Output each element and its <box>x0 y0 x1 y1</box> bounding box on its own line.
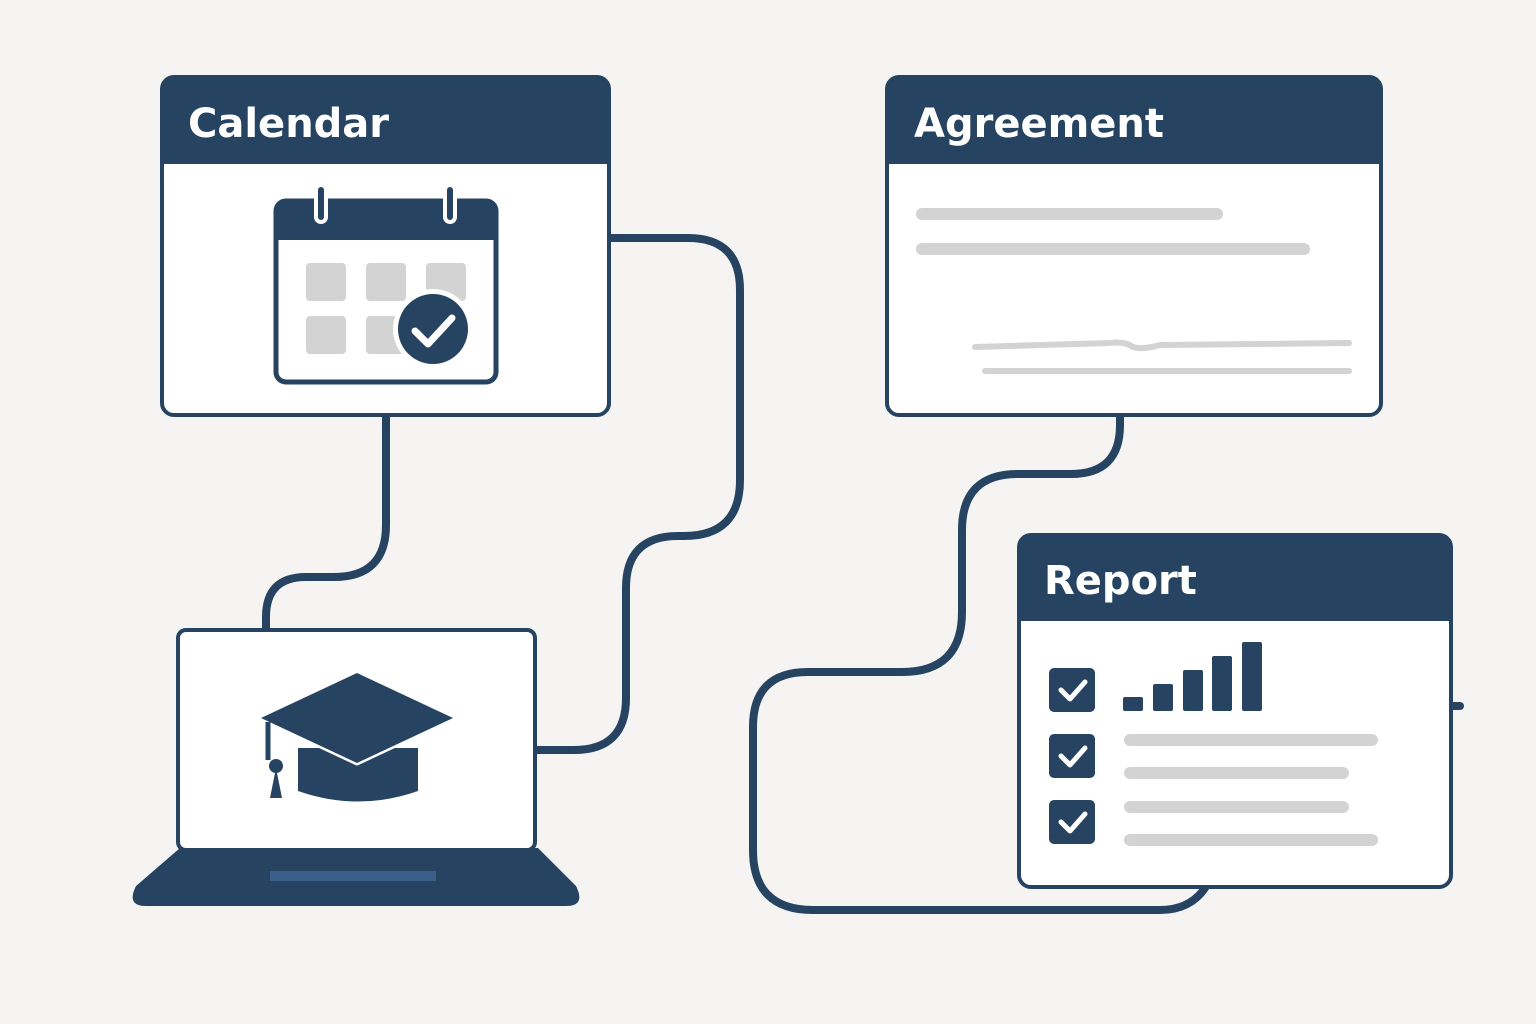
connector-agreement-to-report <box>749 412 1209 914</box>
connector-calendar-to-laptop-right <box>532 234 744 754</box>
connector-calendar-to-laptop <box>262 412 390 634</box>
checkbox-icon <box>1049 668 1095 712</box>
report-card-title: Report <box>1044 558 1197 604</box>
calendar-check-icon <box>273 183 499 385</box>
laptop <box>132 628 580 906</box>
checkbox-icon <box>1049 734 1095 778</box>
report-card: Report <box>1017 533 1453 889</box>
connectors <box>262 234 1464 914</box>
calendar-card-title: Calendar <box>188 101 389 147</box>
agreement-card-header <box>887 77 1381 164</box>
calendar-card-header <box>162 77 609 164</box>
report-card-header <box>1019 535 1451 621</box>
signature-line <box>972 339 1352 352</box>
report-text-placeholder <box>1124 734 1378 846</box>
calendar-card: Calendar <box>160 75 611 417</box>
agreement-text-placeholder <box>916 208 1352 374</box>
agreement-card-title: Agreement <box>914 101 1164 147</box>
checkbox-icon <box>1049 800 1095 844</box>
graduation-cap-icon <box>258 670 456 802</box>
agreement-card: Agreement <box>885 75 1383 417</box>
laptop-trackpad <box>270 871 436 881</box>
bar-chart-icon <box>1123 642 1262 711</box>
